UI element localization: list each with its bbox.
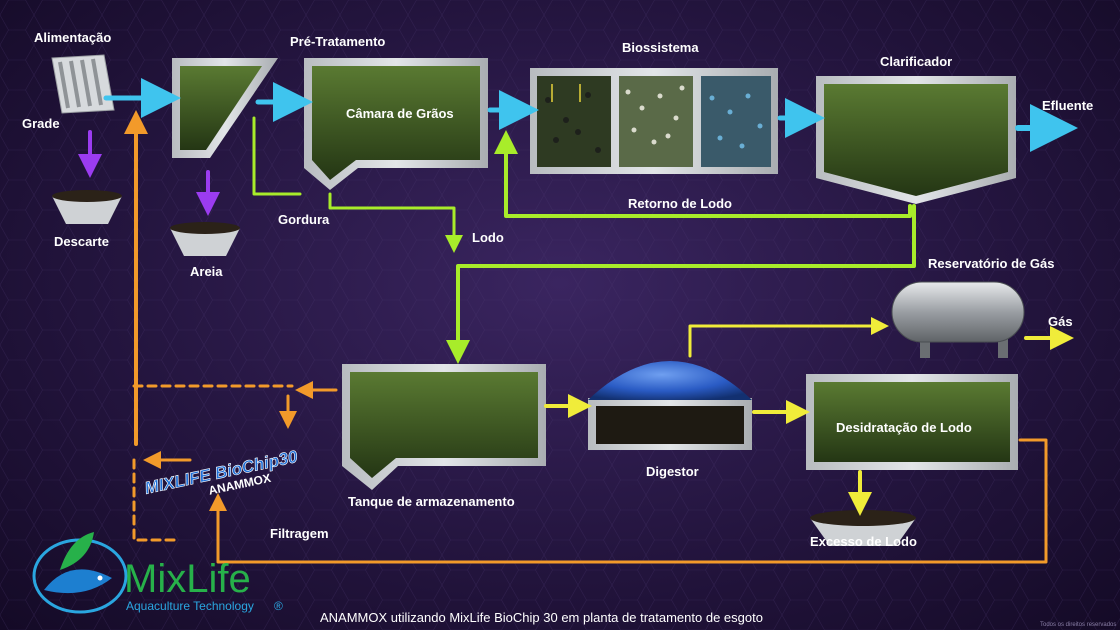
screen-grade: [51, 54, 115, 114]
labels: Alimentação Grade Descarte Pré-Tratament…: [22, 30, 1093, 549]
flow-dashed-bottom: [132, 458, 178, 542]
flow-lines: [78, 78, 1078, 564]
label-areia: Areia: [190, 264, 223, 279]
label-descarte: Descarte: [54, 234, 109, 249]
label-camara-graos: Câmara de Grãos: [346, 106, 454, 121]
flow-retorno-lodo: [494, 130, 912, 218]
flow-gordura: [252, 116, 302, 196]
flow-digester-to-gas: [688, 317, 889, 358]
flow-lodo-down: [328, 192, 463, 253]
label-biossistema: Biossistema: [622, 40, 699, 55]
label-gas: Gás: [1048, 314, 1073, 329]
label-retorno-lodo: Retorno de Lodo: [628, 196, 732, 211]
bowl-excesso-lodo: [810, 510, 916, 546]
clarifier-tank: [816, 76, 1016, 204]
storage-tank: [342, 364, 546, 490]
label-tanque-armazenamento: Tanque de armazenamento: [348, 494, 515, 509]
label-efluente: Efluente: [1042, 98, 1093, 113]
flow-filtragem: [209, 438, 1048, 564]
mixlife-logo: MixLife Aquaculture Technology ®: [32, 532, 283, 614]
fish-leaf-icon: [32, 532, 128, 614]
biosystem-tank: [530, 68, 778, 174]
brand-tagline: Aquaculture Technology: [126, 599, 254, 613]
label-grade: Grade: [22, 116, 60, 131]
pre-treatment-tank: [172, 58, 278, 158]
label-alimentacao: Alimentação: [34, 30, 111, 45]
dewatering-tank: [806, 374, 1018, 470]
label-desidratacao-lodo: Desidratação de Lodo: [836, 420, 972, 435]
brand-name: MixLife: [124, 557, 251, 601]
digester: [588, 361, 752, 450]
diagram-caption: ANAMMOX utilizando MixLife BioChip 30 em…: [320, 610, 763, 625]
label-lodo: Lodo: [472, 230, 504, 245]
label-gordura: Gordura: [278, 212, 330, 227]
label-filtragem: Filtragem: [270, 526, 329, 541]
label-reservatorio-gas: Reservatório de Gás: [928, 256, 1054, 271]
copyright-note: Todos os direitos reservados: [1040, 622, 1116, 628]
label-digestor: Digestor: [646, 464, 699, 479]
bowl-areia: [170, 222, 240, 256]
label-pre-tratamento: Pré-Tratamento: [290, 34, 385, 49]
brand-registered: ®: [274, 599, 283, 613]
label-clarificador: Clarificador: [880, 54, 952, 69]
gas-reservoir: [891, 281, 1025, 358]
flow-lodo-to-storage: [446, 204, 916, 364]
grit-chamber-tank: [304, 58, 488, 190]
label-excesso-lodo: Excesso de Lodo: [810, 534, 917, 549]
bowl-descarte: [52, 190, 122, 224]
